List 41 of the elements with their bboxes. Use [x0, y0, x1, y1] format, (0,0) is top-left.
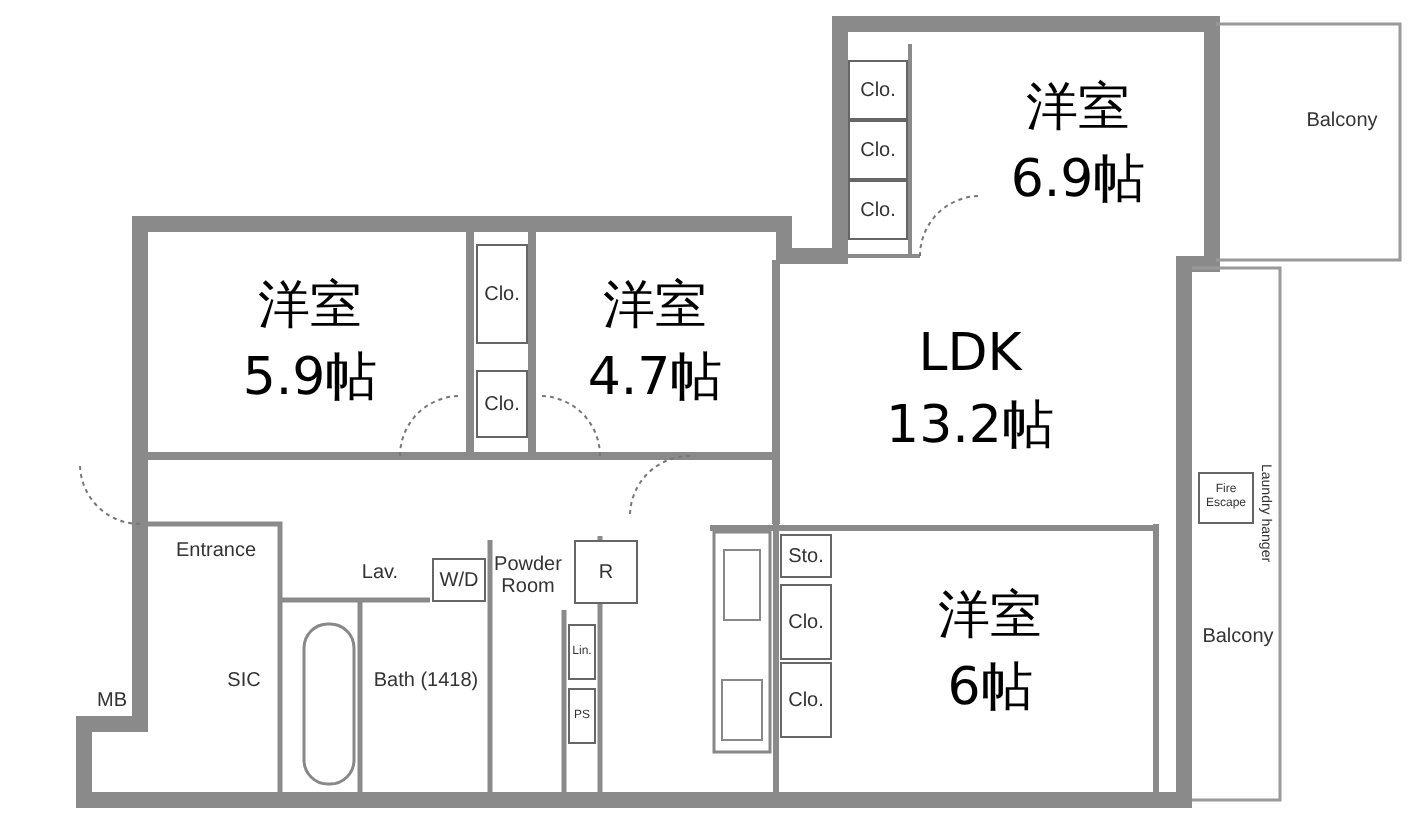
room-label: W/D — [439, 569, 479, 591]
room-label: R — [598, 561, 614, 583]
room-label: 4.7帖 — [587, 346, 723, 412]
closet-label: Clo. — [860, 79, 896, 101]
room-label: LDK — [918, 322, 1022, 388]
closet — [848, 60, 908, 120]
room-label: 洋室 — [1026, 76, 1130, 142]
closet-label: Clo. — [788, 689, 824, 711]
closet-label: Clo. — [860, 139, 896, 161]
closet — [780, 584, 832, 660]
closet-label: Clo. — [484, 393, 520, 415]
room-label: 13.2帖 — [886, 394, 1054, 460]
balcony-label: Balcony — [1202, 625, 1274, 647]
closet-label: Clo. — [788, 611, 824, 633]
closet — [848, 120, 908, 180]
room-label: 洋室 — [603, 274, 707, 340]
room-label: 6帖 — [947, 656, 1033, 722]
closet — [476, 370, 528, 438]
storage-label: Sto. — [788, 545, 824, 567]
room-label: MB — [97, 689, 127, 711]
linen-closet — [568, 624, 596, 680]
storage — [780, 534, 832, 578]
closet-label: Clo. — [484, 283, 520, 305]
washer-space — [432, 558, 486, 602]
closet — [780, 662, 832, 738]
room-label: 5.9帖 — [242, 346, 378, 412]
closet — [848, 180, 908, 240]
room-label: Entrance — [175, 539, 257, 561]
room-label: 洋室 — [258, 274, 362, 340]
room-label: Bath (1418) — [373, 669, 479, 691]
refrigerator-space — [574, 540, 638, 604]
room-label: SIC — [227, 670, 261, 692]
room-label: Powder Room — [492, 554, 564, 598]
room-label: 6.9帖 — [1010, 148, 1146, 214]
fire-escape-hatch — [1198, 472, 1254, 524]
room-label: Lav. — [361, 561, 399, 583]
balcony-label: Balcony — [1306, 109, 1378, 131]
pipe-space — [568, 688, 596, 744]
room-label: 洋室 — [938, 584, 1042, 650]
closet — [476, 244, 528, 344]
closet-label: Clo. — [860, 199, 896, 221]
